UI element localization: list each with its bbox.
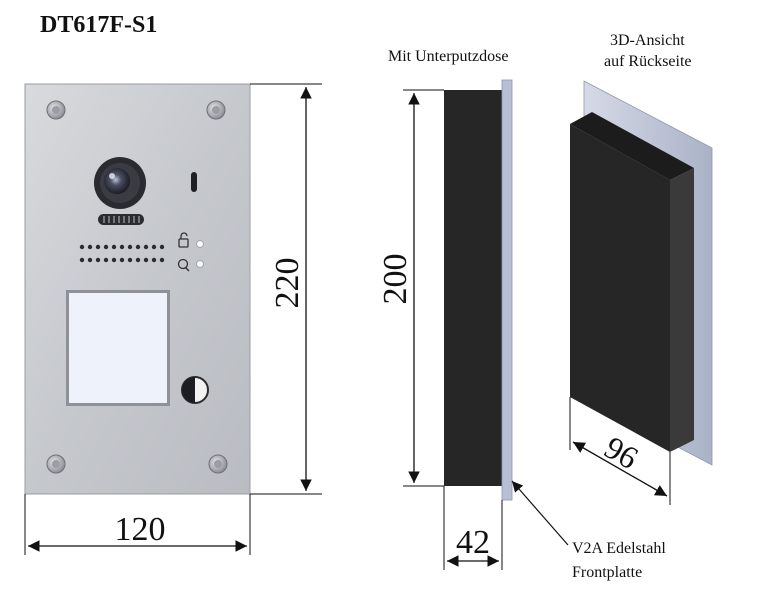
box-height-label: 200: [377, 254, 414, 305]
box-depth-label: 42: [456, 524, 490, 561]
camera-lens-icon: [94, 157, 146, 209]
back-view-label-1: 3D-Ansicht: [610, 32, 685, 49]
speaker-grill: [79, 244, 165, 263]
dimension-box-width-3d: [569, 397, 671, 505]
status-led: [196, 260, 204, 268]
dimension-box-depth: [443, 486, 503, 570]
flush-box-label: Mit Unterputzdose: [388, 48, 509, 65]
dimension-front-height: [250, 83, 322, 495]
material-label-1: V2A Edelstahl: [572, 540, 666, 557]
front-panel: [24, 83, 251, 495]
back-view-label-2: auf Rückseite: [604, 53, 692, 70]
back-view-3d: [570, 80, 713, 466]
material-leader-arrow: [511, 480, 569, 546]
screw-icon: [208, 454, 228, 474]
microphone-slot: [191, 172, 197, 192]
status-led: [196, 240, 204, 248]
unlock-icon: [178, 232, 189, 248]
product-title: DT617F-S1: [40, 12, 158, 38]
name-plate: [66, 290, 170, 406]
front-height-label: 220: [269, 258, 306, 309]
call-status-icon: [177, 258, 190, 272]
screw-icon: [206, 100, 226, 120]
material-label-2: Frontplatte: [572, 564, 643, 581]
call-button[interactable]: [181, 376, 209, 404]
box-width-3d-label: 96: [599, 429, 645, 476]
screw-icon: [46, 454, 66, 474]
side-view-flush-box: [444, 79, 513, 501]
ir-sensor-grill: [98, 214, 144, 225]
dimension-front-width: [24, 494, 251, 555]
front-width-label: 120: [115, 511, 166, 548]
dimension-box-height: [403, 89, 444, 487]
screw-icon: [46, 100, 66, 120]
